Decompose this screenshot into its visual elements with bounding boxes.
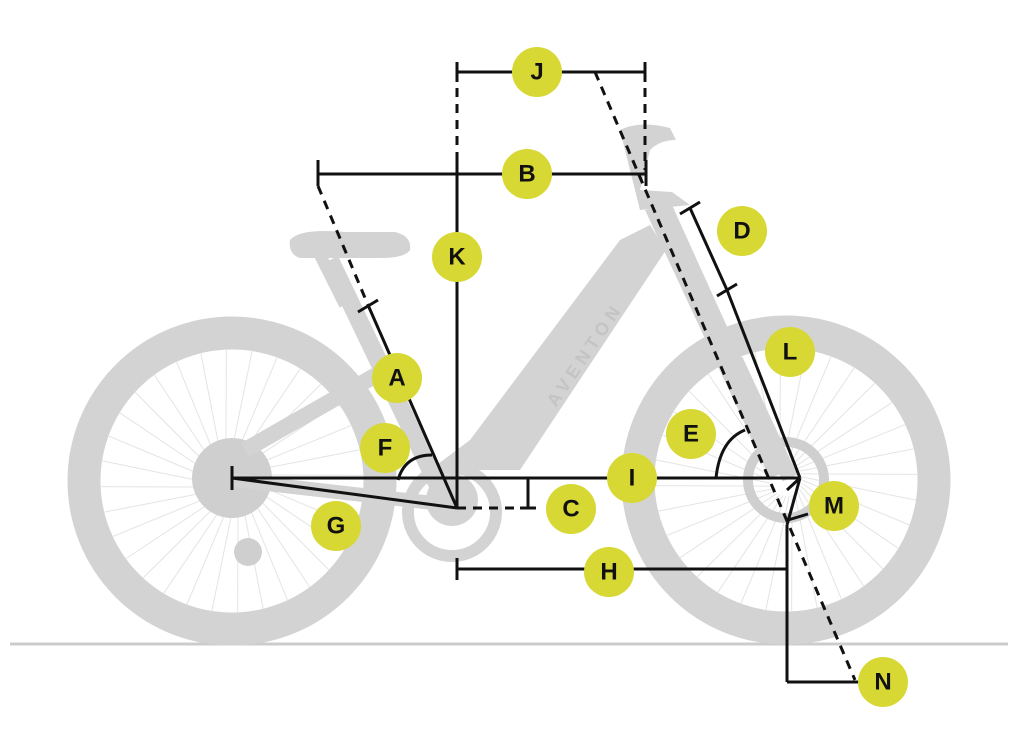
dim-steering-axis-dashed	[593, 71, 857, 681]
handlebar	[620, 124, 690, 210]
badge-g: G	[311, 501, 361, 551]
badge-n-text: N	[874, 669, 891, 696]
badge-k-text: K	[448, 244, 466, 271]
wheel-spoke	[666, 490, 775, 537]
dim-l-line	[725, 289, 802, 479]
dim-m-line	[785, 477, 802, 526]
badge-e-text: E	[683, 421, 699, 448]
badge-i-text: I	[629, 465, 636, 492]
badge-m-text: M	[824, 493, 844, 520]
seat-post	[314, 252, 351, 308]
badge-g-text: G	[327, 513, 346, 540]
badge-c-text: C	[562, 496, 579, 523]
badge-j: J	[512, 47, 562, 97]
dim-a-line	[366, 304, 459, 509]
bicycle-silhouette: AVENTON	[67, 124, 951, 646]
badge-l: L	[765, 327, 815, 377]
badge-i: I	[607, 453, 657, 503]
wheel-spoke	[791, 382, 876, 466]
wheel-spoke	[797, 423, 906, 470]
badge-l-text: L	[783, 339, 798, 366]
badge-c: C	[546, 484, 596, 534]
dim-e-arc	[714, 428, 746, 479]
badge-m: M	[809, 481, 859, 531]
badge-h-text: H	[600, 559, 617, 586]
badge-f-text: F	[378, 435, 393, 462]
wheel-spoke	[696, 494, 781, 578]
dim-e-axis	[785, 476, 802, 492]
badge-n: N	[858, 657, 908, 707]
frame-downtube	[430, 225, 666, 470]
saddle	[289, 231, 411, 258]
dim-a-tick	[357, 298, 379, 314]
rear-tire	[67, 316, 397, 646]
dim-d-line	[688, 207, 729, 291]
rear-derailleur	[234, 538, 262, 566]
dim-f-arc	[396, 453, 433, 481]
front-fork	[727, 356, 798, 482]
badge-j-text: J	[530, 59, 543, 86]
badge-h: H	[584, 547, 634, 597]
badge-e: E	[666, 409, 716, 459]
badge-a: A	[372, 353, 422, 403]
dimension-lines	[230, 62, 860, 684]
badge-a-text: A	[388, 365, 405, 392]
badge-b-text: B	[518, 161, 535, 188]
dim-m-tick	[787, 512, 809, 522]
badge-k: K	[432, 232, 482, 282]
badge-d: D	[717, 206, 767, 256]
badge-b: B	[502, 149, 552, 199]
dim-g-line	[231, 476, 458, 510]
frame-seat-stay	[241, 363, 389, 457]
chainring	[402, 462, 502, 562]
dim-a-dashed	[316, 185, 370, 306]
badge-f: F	[360, 423, 410, 473]
dim-d-top-tick	[679, 200, 701, 216]
badge-d-text: D	[733, 218, 750, 245]
